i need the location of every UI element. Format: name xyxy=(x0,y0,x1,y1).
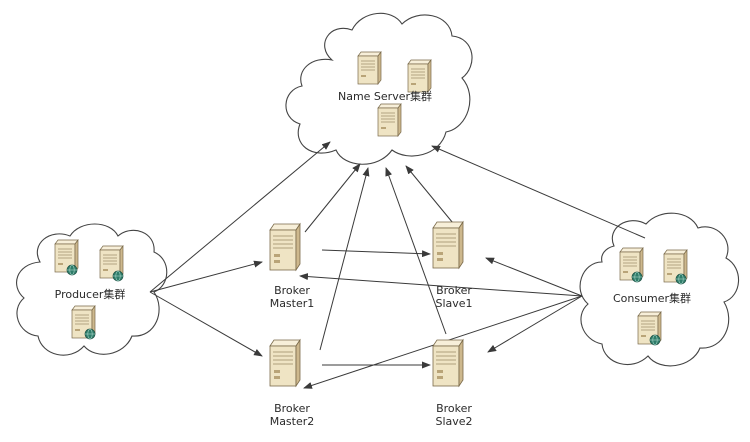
consumer-label: Consumer集群 xyxy=(612,292,692,305)
broker-slave2-server-icon xyxy=(432,339,464,387)
broker-master2-line1: Broker xyxy=(274,402,310,415)
name-server-cloud xyxy=(285,12,473,165)
name-server-label: Name Server集群 xyxy=(337,90,433,103)
broker-master1-line2: Master1 xyxy=(269,297,315,310)
broker-master2-line2: Master2 xyxy=(269,415,315,428)
broker-slave2-line2: Slave2 xyxy=(435,415,473,428)
server-icon xyxy=(357,51,382,85)
producer-cloud xyxy=(16,223,168,356)
globe-icon xyxy=(66,264,78,276)
broker-slave1-label: Broker Slave1 xyxy=(424,284,484,310)
broker-slave1-line2: Slave1 xyxy=(435,297,473,310)
globe-icon xyxy=(649,334,661,346)
server-icon xyxy=(407,59,432,93)
producer-label: Producer集群 xyxy=(54,288,126,301)
broker-slave1-line1: Broker xyxy=(436,284,472,297)
broker-master2-label: Broker Master2 xyxy=(262,402,322,428)
connection-lines xyxy=(149,141,646,389)
broker-master2-server-icon xyxy=(269,339,301,387)
globe-icon xyxy=(112,270,124,282)
consumer-cloud xyxy=(579,212,740,367)
broker-master1-server-icon xyxy=(269,223,301,271)
broker-master1-line1: Broker xyxy=(274,284,310,297)
globe-icon xyxy=(675,273,687,285)
server-icon xyxy=(377,103,402,137)
broker-master1-label: Broker Master1 xyxy=(262,284,322,310)
broker-slave2-line1: Broker xyxy=(436,402,472,415)
broker-slave2-label: Broker Slave2 xyxy=(424,402,484,428)
globe-icon xyxy=(631,271,643,283)
broker-slave1-server-icon xyxy=(432,221,464,269)
globe-icon xyxy=(84,328,96,340)
